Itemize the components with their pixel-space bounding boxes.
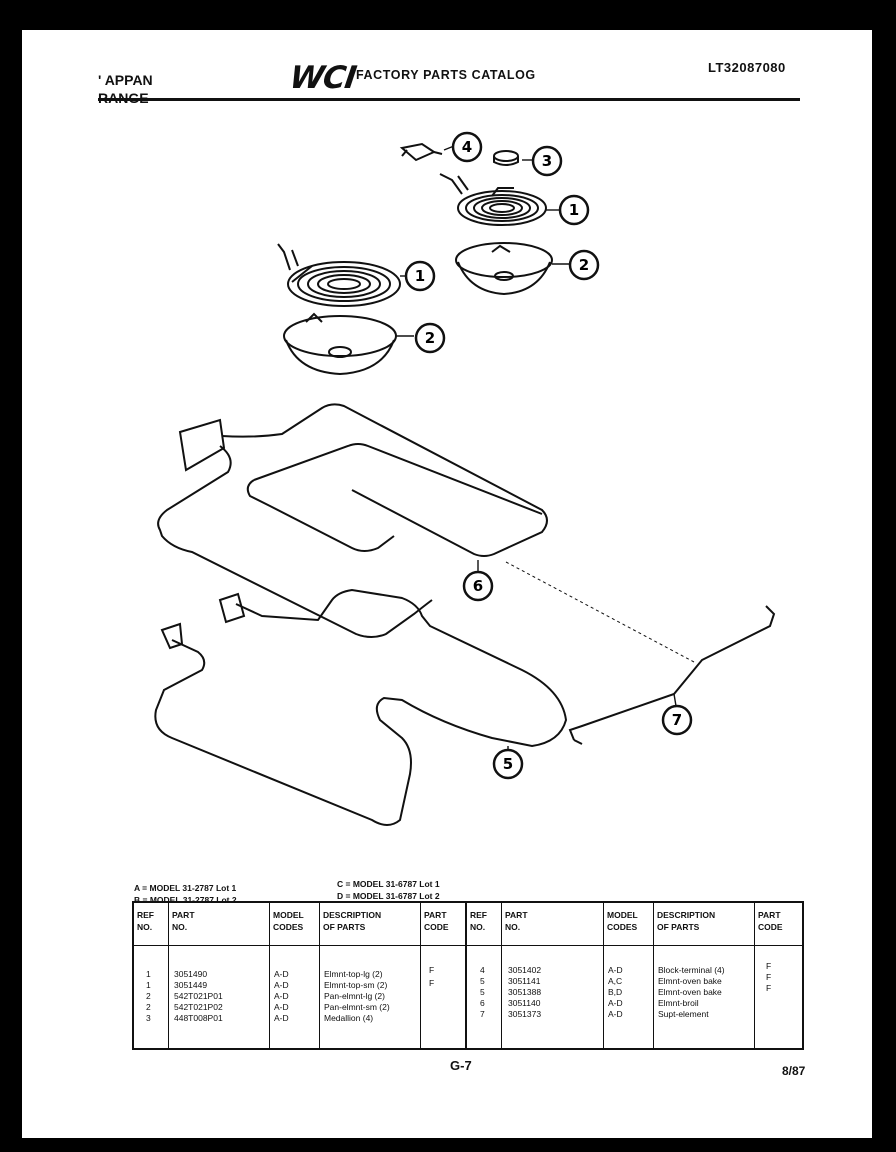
callout-label: 6 — [473, 577, 483, 595]
model-legend-d: D = MODEL 31-6787 Lot 2 — [337, 891, 440, 901]
revision-date: 8/87 — [782, 1064, 806, 1078]
model-legend-a: A = MODEL 31-2787 Lot 1 — [134, 883, 237, 893]
medallion — [493, 150, 519, 166]
callout-6: 6 — [462, 570, 494, 602]
callout-3: 3 — [531, 145, 563, 177]
callout-label: 7 — [672, 711, 682, 729]
callout-label: 2 — [425, 329, 435, 347]
terminal-block — [399, 142, 443, 162]
callout-label: 1 — [569, 201, 579, 219]
callout-2-left: 2 — [414, 322, 446, 354]
callout-1-right: 1 — [558, 194, 590, 226]
callout-7: 7 — [661, 704, 693, 736]
header-divider — [134, 945, 802, 946]
callout-label: 5 — [503, 755, 513, 773]
broil-element — [157, 403, 548, 638]
element-support — [568, 605, 776, 745]
surface-element-large — [277, 243, 401, 307]
exploded-parts-diagram: 4 3 1 1 2 2 6 — [154, 131, 776, 826]
bake-element — [154, 588, 568, 826]
callout-2-right: 2 — [568, 249, 600, 281]
catalog-number: LT32087080 — [708, 60, 786, 75]
catalog-page: ' APPAN RANGE WCI FACTORY PARTS CATALOG … — [22, 30, 872, 1138]
callout-1-left: 1 — [404, 260, 436, 292]
page-number: G-7 — [450, 1058, 472, 1073]
header-rule — [98, 98, 800, 101]
callout-label: 1 — [415, 267, 425, 285]
callout-label: 3 — [542, 152, 552, 170]
drip-pan-large — [283, 312, 397, 376]
model-legend-c: C = MODEL 31-6787 Lot 1 — [337, 879, 440, 889]
callout-5: 5 — [492, 748, 524, 780]
drip-pan-small — [455, 242, 553, 296]
callout-4: 4 — [451, 131, 483, 163]
brand-name: ' APPAN — [98, 72, 153, 88]
callout-label: 2 — [579, 256, 589, 274]
catalog-title: FACTORY PARTS CATALOG — [356, 68, 536, 82]
surface-element-small — [439, 173, 547, 226]
model-legend-b: B = MODEL 31-2787 Lot 2 — [134, 895, 237, 905]
callout-label: 4 — [462, 138, 472, 156]
